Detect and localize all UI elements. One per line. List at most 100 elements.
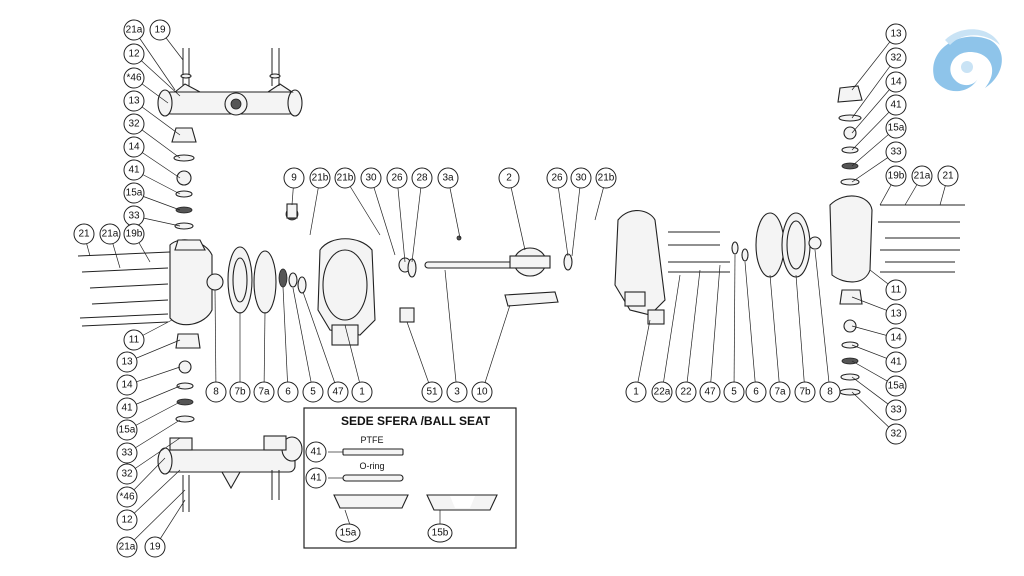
callout-21a: 21a [99, 223, 121, 245]
callout-10: 10 [471, 381, 493, 403]
svg-text:51: 51 [426, 387, 438, 398]
svg-text:1: 1 [359, 387, 365, 398]
callout-12: 12 [116, 509, 138, 531]
callout-star-46: *46 [116, 486, 138, 508]
svg-text:12: 12 [128, 49, 140, 60]
svg-text:30: 30 [365, 173, 377, 184]
callout-13: 13 [116, 351, 138, 373]
leader-line [571, 177, 582, 257]
svg-text:14: 14 [890, 77, 902, 88]
callout-22a: 22a [651, 381, 673, 403]
callout-7a: 7a [253, 381, 275, 403]
callout-21b: 21b [309, 167, 331, 189]
svg-text:32: 32 [890, 53, 902, 64]
svg-text:33: 33 [121, 448, 133, 459]
ball-seat-inset: SEDE SFERA /BALL SEAT PTFE O-ring [303, 407, 517, 549]
top-manifold-drawing [157, 48, 303, 230]
callout-51: 51 [421, 381, 443, 403]
callout-21b: 21b [595, 167, 617, 189]
svg-text:32: 32 [890, 429, 902, 440]
svg-text:32: 32 [128, 119, 140, 130]
svg-text:47: 47 [332, 387, 344, 398]
callout-13: 13 [885, 23, 907, 45]
callout-32: 32 [885, 47, 907, 69]
leader-line [126, 437, 181, 475]
svg-text:41: 41 [890, 100, 902, 111]
svg-text:7a: 7a [258, 387, 270, 398]
callout-star-46: *46 [123, 67, 145, 89]
svg-text:14: 14 [121, 380, 133, 391]
callout-14: 14 [116, 374, 138, 396]
leader-line [344, 324, 363, 393]
callout-1: 1 [351, 381, 373, 403]
bottom-manifold-drawing [157, 435, 303, 512]
callout-47: 47 [699, 381, 721, 403]
brand-swirl-logo [933, 29, 1002, 92]
callout-21b: 21b [334, 167, 356, 189]
callout-3a: 3a [437, 167, 459, 189]
svg-text:41: 41 [310, 473, 322, 484]
callout-3: 3 [446, 381, 468, 403]
callout-21a: 21a [911, 165, 933, 187]
leader-line [851, 81, 897, 134]
callout-41: 41 [116, 397, 138, 419]
svg-text:14: 14 [128, 142, 140, 153]
svg-text:21a: 21a [914, 171, 931, 182]
callout-7b: 7b [794, 381, 816, 403]
svg-text:47: 47 [704, 387, 716, 398]
callout-6: 6 [277, 381, 299, 403]
inset-title: SEDE SFERA /BALL SEAT [341, 414, 491, 428]
svg-text:13: 13 [121, 357, 133, 368]
callout-15a: 15a [885, 117, 907, 139]
callout-21a: 21a [123, 19, 145, 41]
svg-text:15a: 15a [888, 381, 905, 392]
leader-line [481, 304, 511, 393]
leader-line [444, 269, 458, 393]
svg-text:7b: 7b [234, 387, 246, 398]
svg-text:21b: 21b [337, 173, 354, 184]
svg-text:21b: 21b [312, 173, 329, 184]
svg-text:22: 22 [680, 387, 692, 398]
leader-line [795, 274, 806, 393]
svg-text:26: 26 [551, 173, 563, 184]
svg-text:15a: 15a [340, 528, 357, 539]
svg-text:22a: 22a [654, 387, 671, 398]
right-center-block [614, 210, 822, 325]
callout-33: 33 [885, 141, 907, 163]
leader-line [661, 274, 681, 393]
svg-text:15b: 15b [432, 528, 449, 539]
leader-line [635, 319, 651, 393]
svg-text:9: 9 [291, 173, 297, 184]
svg-text:33: 33 [890, 147, 902, 158]
svg-text:33: 33 [128, 211, 140, 222]
leader-line [406, 321, 433, 393]
svg-text:2: 2 [506, 173, 512, 184]
svg-text:8: 8 [827, 387, 833, 398]
callout-12: 12 [123, 43, 145, 65]
leader-line [744, 261, 757, 393]
leader-line [814, 249, 831, 393]
leader-line [302, 291, 339, 393]
left-chamber-drawing [77, 239, 224, 423]
callout-21a: 21a [116, 536, 138, 558]
svg-text:26: 26 [391, 173, 403, 184]
leader-line [396, 177, 406, 263]
callout-30: 30 [360, 167, 382, 189]
svg-text:33: 33 [890, 405, 902, 416]
callout-22: 22 [675, 381, 697, 403]
leader-line [292, 287, 314, 393]
leader-line [214, 289, 217, 393]
svg-text:3: 3 [454, 387, 460, 398]
callout-6: 6 [745, 381, 767, 403]
callout-33: 33 [123, 205, 145, 227]
callout-7a: 7a [769, 381, 791, 403]
svg-text:5: 5 [310, 387, 316, 398]
callout-7b: 7b [229, 381, 251, 403]
svg-text:13: 13 [890, 29, 902, 40]
svg-text:15a: 15a [119, 425, 136, 436]
callout-26: 26 [386, 167, 408, 189]
callout-21: 21 [73, 223, 95, 245]
left-diaphragm-stack [227, 203, 376, 346]
callout-26: 26 [546, 167, 568, 189]
